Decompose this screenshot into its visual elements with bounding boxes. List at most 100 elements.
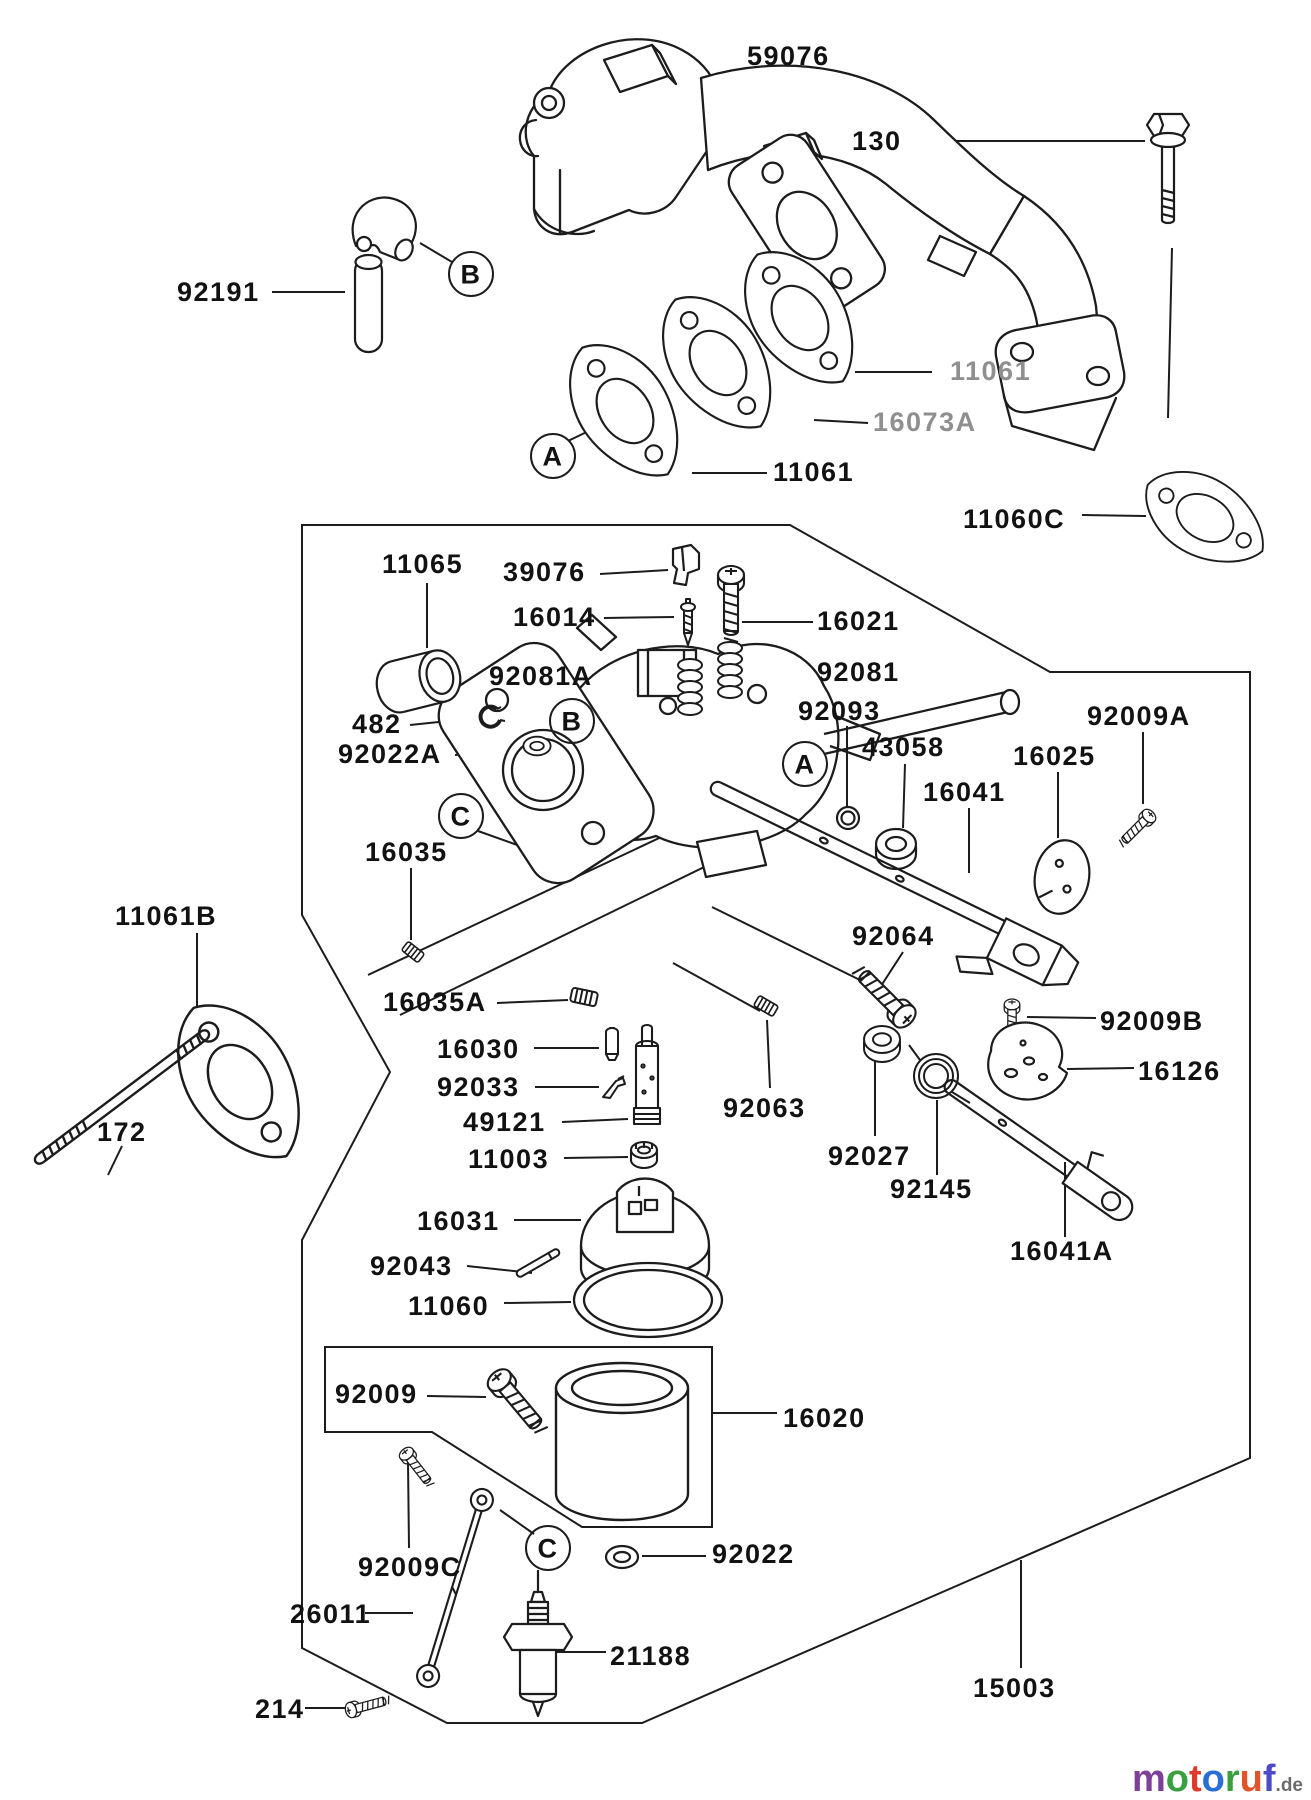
watermark-letter: o (1165, 1758, 1189, 1800)
part-gasket (1127, 450, 1283, 586)
part-needle16014 (680, 598, 696, 646)
part-cliptab (602, 1075, 626, 1099)
part-number-label-92027: 92027 (828, 1141, 911, 1171)
watermark-letter: u (1239, 1758, 1263, 1800)
part-pin (514, 1246, 562, 1280)
part-number-label-16126: 16126 (1138, 1056, 1221, 1086)
leader-line (880, 951, 904, 987)
leader-line (603, 616, 675, 619)
ref-circle-A (782, 741, 828, 787)
part-number-label-92009C: 92009C (358, 1552, 462, 1582)
part-number-label-16073A: 16073A (873, 407, 977, 437)
detail-box-border (301, 524, 1251, 1724)
ref-circle-letter: A (543, 442, 564, 472)
leader-line (1026, 1016, 1097, 1019)
motoruf-watermark: motoruf.de (1132, 1760, 1303, 1798)
leader-line (711, 906, 867, 984)
part-number-label-11003: 11003 (468, 1144, 549, 1174)
leader-line (503, 1301, 572, 1304)
part-number-label-172: 172 (97, 1117, 147, 1147)
part-number-label-92033: 92033 (437, 1072, 520, 1102)
part-number-label-11061B: 11061B (115, 901, 217, 931)
ref-circle-letter: C (538, 1534, 559, 1564)
ref-circle-C (438, 793, 484, 839)
part-number-label-16020: 16020 (783, 1403, 866, 1433)
part-number-label-16041A: 16041A (1010, 1236, 1114, 1266)
watermark-letter: t (1189, 1758, 1202, 1800)
part-number-label-92064: 92064 (852, 921, 935, 951)
leader-line (107, 1145, 123, 1176)
part-number-label-16030: 16030 (437, 1034, 520, 1064)
part-number-label-92063: 92063 (723, 1093, 806, 1123)
part-number-label-49121: 49121 (463, 1107, 546, 1137)
part-number-label-11065: 11065 (382, 549, 463, 579)
part-number-label-92009A: 92009A (1087, 701, 1191, 731)
part-collar (863, 1025, 901, 1063)
part-screwbig (716, 564, 746, 644)
part-number-label-21188: 21188 (610, 1641, 691, 1671)
leader-line (766, 1019, 771, 1089)
part-number-label-43058: 43058 (862, 732, 945, 762)
leader-line (902, 763, 906, 829)
part-number-label-16014: 16014 (513, 602, 596, 632)
part-chokeplate (987, 1021, 1069, 1101)
part-number-label-92009: 92009 (335, 1379, 418, 1409)
ref-circle-B (549, 698, 595, 744)
part-number-label-16041: 16041 (923, 777, 1006, 807)
part-number-label-92191: 92191 (177, 277, 260, 307)
leader-line (499, 1509, 535, 1535)
part-bowl (554, 1361, 690, 1522)
part-solenoid (502, 1568, 574, 1718)
part-number-label-39076: 39076 (503, 557, 586, 587)
part-screwbig (482, 1363, 554, 1441)
ref-circle-letter: C (451, 802, 472, 832)
part-number-label-482: 482 (352, 709, 402, 739)
part-number-label-15003: 15003 (973, 1673, 1056, 1703)
part-screwsmall (344, 1692, 392, 1719)
part-screwsmall (1115, 807, 1158, 850)
part-plug (400, 940, 426, 964)
part-number-label-16025: 16025 (1013, 741, 1096, 771)
ref-circle-letter: A (795, 750, 816, 780)
part-oring (835, 805, 861, 831)
leader-line (563, 1156, 629, 1159)
part-gasketoval (572, 1261, 724, 1339)
part-washer (604, 1544, 640, 1570)
part-jet (605, 1027, 619, 1061)
part-number-label-92081: 92081 (817, 657, 900, 687)
part-number-label-11060: 11060 (408, 1291, 489, 1321)
part-gasket (148, 979, 332, 1185)
part-number-label-16035A: 16035A (383, 987, 487, 1017)
part-ringnut (629, 1140, 659, 1170)
leader-line (1167, 247, 1173, 419)
part-nozzle (632, 1023, 662, 1126)
leader-line (426, 1395, 487, 1398)
leader-line (419, 242, 453, 263)
part-number-label-92081A: 92081A (489, 661, 593, 691)
ref-circle-C (525, 1525, 571, 1571)
leader-line (1066, 1067, 1135, 1070)
part-number-label-92022A: 92022A (338, 739, 442, 769)
part-number-label-11061: 11061 (773, 457, 854, 487)
part-screwsmall (397, 1445, 437, 1491)
part-elbow (351, 196, 418, 354)
ref-circle-B (448, 251, 494, 297)
ref-circle-A (530, 433, 576, 479)
part-number-label-16031: 16031 (417, 1206, 500, 1236)
watermark-word: motoruf (1132, 1758, 1276, 1800)
ref-circle-letter: B (562, 707, 583, 737)
part-plug (752, 994, 780, 1018)
leader-line (1081, 514, 1147, 517)
part-number-label-11060C: 11060C (963, 504, 1065, 534)
part-number-label-92145: 92145 (890, 1174, 973, 1204)
part-number-label-92009B: 92009B (1100, 1006, 1204, 1036)
ref-circle-letter: B (461, 260, 482, 290)
part-plate (1027, 834, 1097, 920)
part-number-label-92022: 92022 (712, 1539, 795, 1569)
watermark-letter: f (1262, 1758, 1276, 1800)
part-bolt130 (1145, 112, 1191, 225)
leader-line (599, 569, 669, 575)
leader-line (561, 1118, 629, 1123)
part-link (413, 1485, 497, 1691)
